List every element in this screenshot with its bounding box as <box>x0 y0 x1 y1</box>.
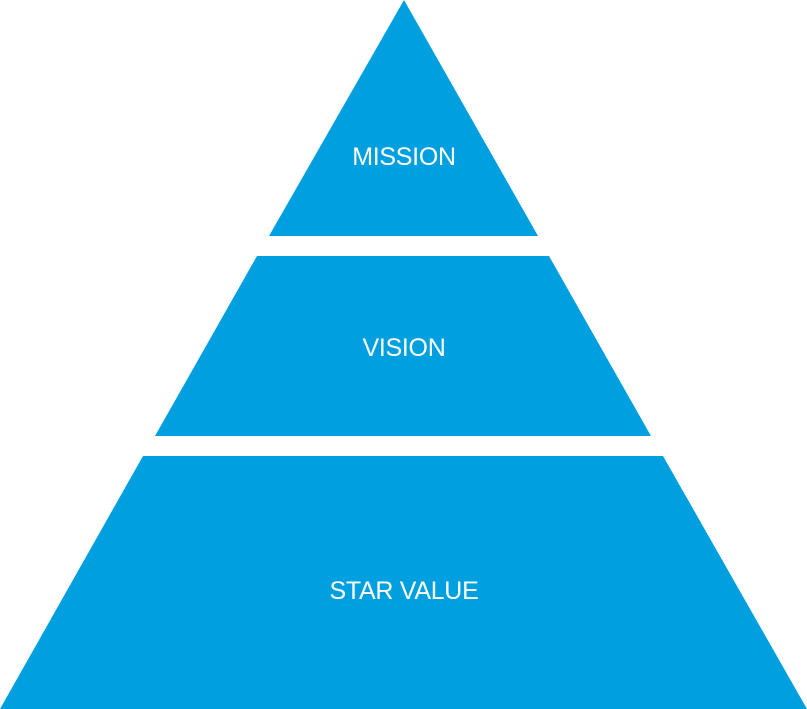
pyramid-tier-mission-label: MISSION <box>352 143 455 171</box>
pyramid-tier-vision-label: VISION <box>363 334 446 362</box>
pyramid-tier-star-value <box>0 456 807 709</box>
pyramid-tier-vision <box>155 256 651 436</box>
pyramid-tier-mission <box>269 0 538 236</box>
pyramid-tier-star-value-label: STAR VALUE <box>330 577 479 605</box>
